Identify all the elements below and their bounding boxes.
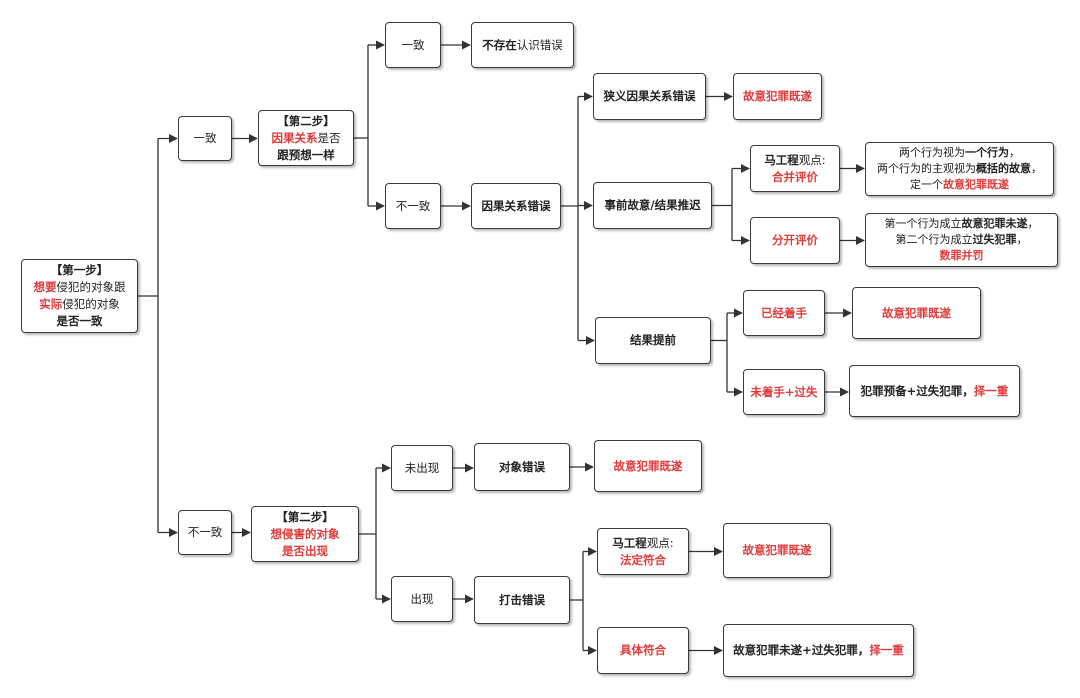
step2-causality-node: 【第二步】 因果关系是否 跟预想一样	[258, 110, 354, 166]
wanted-text: 想要	[33, 280, 57, 294]
mares-1b: 一个行为	[965, 146, 1009, 159]
narrow-causal-error-node: 狭义因果关系错误	[593, 73, 706, 120]
root-text-3: 侵犯的对象	[62, 297, 120, 311]
step2a-heading: 【第二步】	[277, 113, 335, 128]
ma2-text-a: 马工程	[612, 535, 647, 550]
not-started-result-node: 犯罪预备+过失犯罪，择一重	[849, 365, 1020, 417]
separate-result-node: 第一个行为成立故意犯罪未遂， 第二个行为成立过失犯罪， 数罪并罚	[865, 213, 1058, 267]
narrow-causal-error-label: 狭义因果关系错误	[603, 89, 696, 103]
ma2-text-b: 观点:	[646, 535, 674, 550]
mares-3a: 定一个	[910, 178, 943, 191]
causality-inconsistent-node: 不一致	[385, 183, 441, 229]
no-error-text-a: 不存在	[482, 37, 517, 52]
inconsistent-label: 不一致	[187, 525, 223, 539]
not-started-negligence-node: 未着手+过失	[743, 369, 825, 415]
no-error-text-b: 认识错误	[516, 37, 563, 52]
splitres-1c: ，	[1027, 217, 1039, 230]
causality-text: 因果关系	[271, 130, 318, 145]
target-present-node: 出现	[391, 576, 453, 622]
step2-target-node: 【第二步】 想侵害的对象 是否出现	[251, 506, 359, 562]
ma2-result-label: 故意犯罪既遂	[742, 543, 812, 557]
step2b-heading: 【第二步】	[276, 509, 334, 524]
ma-view-legal-node: 马工程观点: 法定符合	[597, 528, 689, 575]
started-result-node: 故意犯罪既遂	[852, 287, 981, 339]
step2b-text-2: 想侵害的对象	[270, 526, 340, 541]
splitres-2b: 过失犯罪	[972, 233, 1017, 246]
object-error-label: 对象错误	[499, 459, 545, 474]
ma-view-combine-node: 马工程观点: 合并评价	[750, 145, 840, 192]
strike-error-node: 打击错误	[474, 576, 570, 624]
ma2-result-node: 故意犯罪既遂	[723, 523, 831, 578]
notstarted-res-a: 犯罪预备+过失犯罪，	[860, 383, 974, 398]
root-text-2: 侵犯的对象跟	[56, 280, 126, 294]
step2b-text-3: 是否出现	[282, 543, 328, 558]
mares-2b: 概括的故意	[976, 162, 1031, 175]
splitres-2a: 第二个行为成立	[895, 233, 973, 246]
ma-text-c: 合并评价	[772, 169, 818, 184]
delayed-result-node: 事前故意/结果推迟	[593, 182, 712, 229]
started-result-label: 故意犯罪既遂	[882, 305, 951, 320]
concrete-res-text-b: 择一重	[869, 643, 904, 657]
target-absent-node: 未出现	[391, 445, 453, 491]
concrete-result-node: 故意犯罪未遂+过失犯罪，择一重	[723, 624, 914, 677]
already-started-node: 已经着手	[743, 290, 825, 336]
object-error-node: 对象错误	[474, 443, 570, 491]
concrete-res-text-a: 故意犯罪未遂+过失犯罪，	[733, 643, 870, 657]
early-result-node: 结果提前	[595, 317, 711, 364]
concrete-match-label: 具体符合	[620, 643, 666, 657]
root-text-4: 是否一致	[56, 314, 103, 328]
concrete-match-node: 具体符合	[597, 627, 689, 674]
step1-heading: 【第一步】	[50, 263, 109, 277]
no-cognitive-error-node: 不存在认识错误	[471, 22, 574, 68]
causality-consistent-node: 一致	[385, 22, 441, 68]
mares-1a: 两个行为视为	[899, 146, 965, 159]
combine-result-node: 两个行为视为一个行为， 两个行为的主观视为概括的故意， 定一个故意犯罪既遂	[865, 142, 1054, 196]
step2a-text-3: 跟预想一样	[277, 147, 335, 162]
splitres-1b: 故意犯罪未遂	[961, 217, 1028, 230]
causality-inconsistent-label: 不一致	[395, 198, 431, 213]
mares-1c: ，	[1009, 146, 1020, 159]
causal-error-label: 因果关系错误	[481, 198, 551, 213]
already-started-label: 已经着手	[761, 305, 807, 320]
narrow-result-label: 故意犯罪既遂	[743, 89, 812, 103]
actual-text: 实际	[39, 297, 63, 311]
ma-text-b: 观点:	[798, 152, 826, 167]
notstarted-res-b: 择一重	[973, 383, 1009, 398]
splitres-1a: 第一个行为成立	[884, 217, 962, 230]
mares-3b: 故意犯罪既遂	[943, 178, 1009, 191]
causal-error-node: 因果关系错误	[471, 183, 561, 229]
object-error-result-node: 故意犯罪既遂	[594, 440, 702, 492]
early-result-label: 结果提前	[630, 333, 676, 347]
target-present-label: 出现	[410, 591, 434, 606]
step1-question-node: 【第一步】 想要侵犯的对象跟 实际侵犯的对象 是否一致	[21, 259, 138, 333]
consistent-node: 一致	[178, 116, 232, 161]
separate-evaluation-label: 分开评价	[772, 233, 818, 247]
causality-consistent-label: 一致	[401, 37, 425, 52]
separate-evaluation-node: 分开评价	[750, 217, 840, 264]
delayed-result-label: 事前故意/结果推迟	[604, 198, 701, 212]
object-error-result-label: 故意犯罪既遂	[613, 458, 683, 473]
ma-text-a: 马工程	[764, 152, 799, 167]
mares-2c: ，	[1031, 162, 1042, 175]
not-started-label: 未着手+过失	[750, 384, 818, 399]
strike-error-label: 打击错误	[499, 592, 545, 607]
splitres-3: 数罪并罚	[939, 249, 984, 262]
target-absent-label: 未出现	[404, 460, 440, 475]
narrow-result-node: 故意犯罪既遂	[733, 73, 822, 120]
consistent-label: 一致	[193, 131, 217, 145]
step2a-text-2: 是否	[317, 130, 341, 145]
ma2-text-c: 法定符合	[620, 552, 666, 567]
splitres-2c: ，	[1016, 233, 1028, 246]
inconsistent-node: 不一致	[178, 510, 232, 555]
mares-2a: 两个行为的主观视为	[877, 162, 976, 175]
